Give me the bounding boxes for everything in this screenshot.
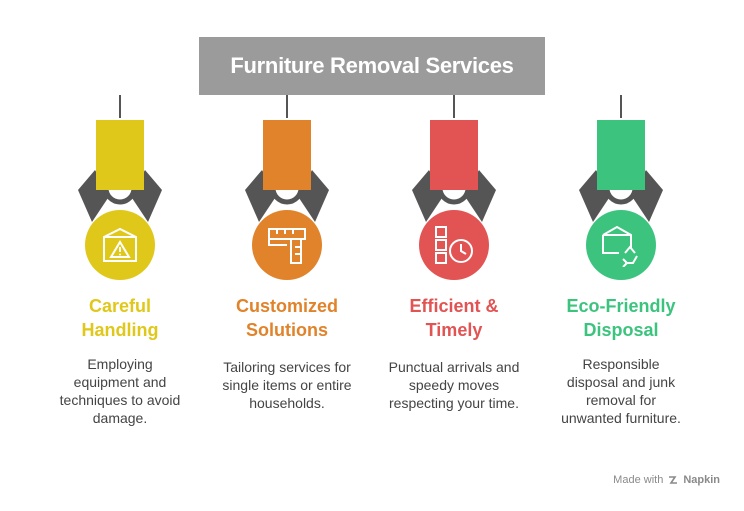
made-with-napkin-footer: Made with Napkin: [613, 474, 720, 486]
footer-prefix: Made with: [613, 474, 664, 486]
measuring-tape-icon: [268, 228, 306, 264]
claw-graphic: [78, 95, 162, 280]
recycle-box-icon: [602, 225, 638, 267]
napkin-logo-icon: [669, 476, 678, 484]
claw-graphic: [245, 95, 329, 280]
claw-graphic: [579, 95, 663, 280]
page-title: Furniture Removal Services: [199, 37, 545, 95]
warning-box-icon: [103, 227, 137, 262]
schedule-clock-icon: [435, 226, 473, 264]
footer-brand: Napkin: [683, 474, 720, 486]
service-heading: Efficient &Timely: [409, 296, 499, 340]
